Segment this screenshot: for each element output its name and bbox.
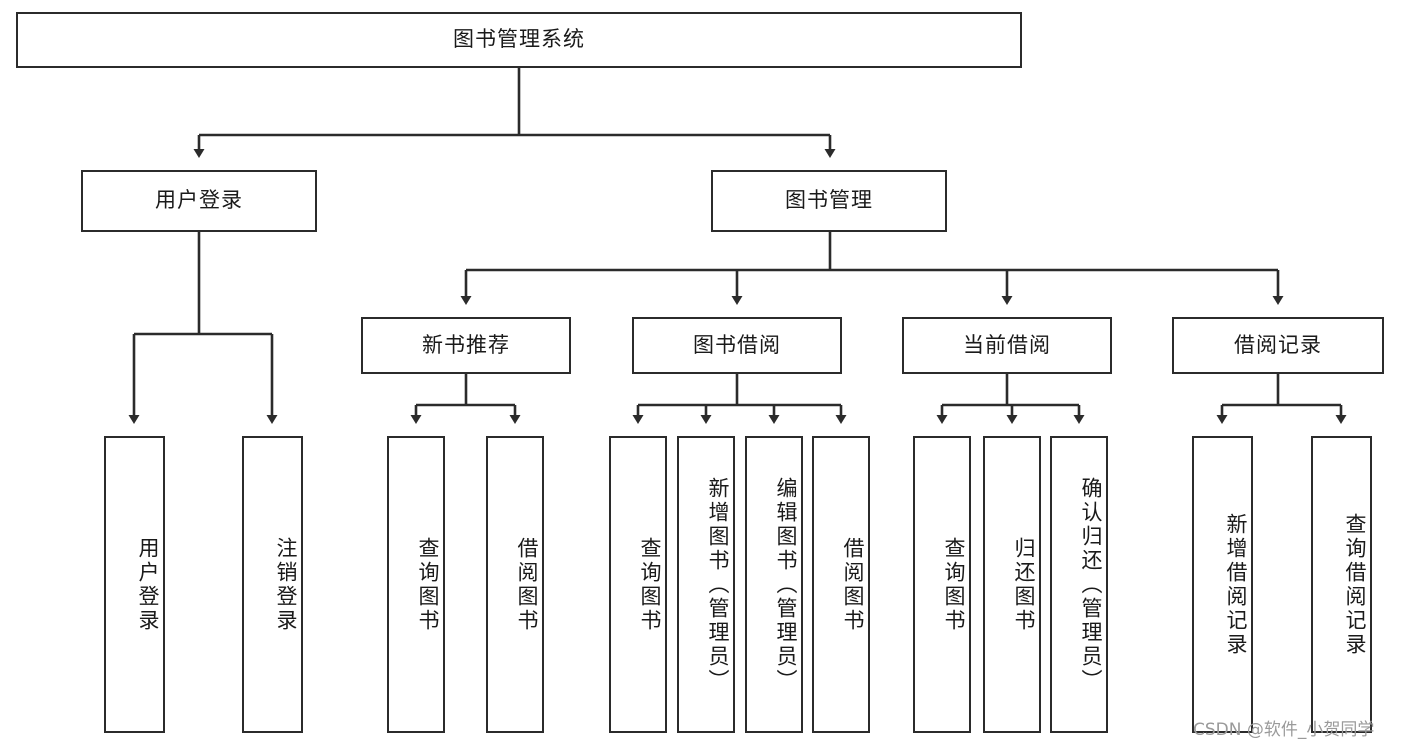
leaf-confirm-return-admin-label: 确认归还（管理员） xyxy=(1079,476,1103,693)
leaf-return-book[interactable]: 归还图书 xyxy=(983,436,1041,733)
leaf-add-book-admin-label: 新增图书（管理员） xyxy=(706,476,730,693)
leaf-add-borrow-record-label: 新增借阅记录 xyxy=(1224,512,1248,657)
node-user-login-label: 用户登录 xyxy=(155,188,243,213)
leaf-return-book-label: 归还图书 xyxy=(1012,536,1036,633)
leaf-query-book-current-label: 查询图书 xyxy=(942,536,966,633)
leaf-logout[interactable]: 注销登录 xyxy=(242,436,303,733)
leaf-query-book-current[interactable]: 查询图书 xyxy=(913,436,971,733)
node-book-borrow-label: 图书借阅 xyxy=(693,332,781,357)
leaf-logout-label: 注销登录 xyxy=(274,536,298,633)
node-new-book-recommend[interactable]: 新书推荐 xyxy=(361,317,571,374)
leaf-borrow-book-newbook[interactable]: 借阅图书 xyxy=(486,436,544,733)
leaf-user-login-label: 用户登录 xyxy=(136,536,160,633)
node-book-management[interactable]: 图书管理 xyxy=(711,170,947,232)
node-new-book-recommend-label: 新书推荐 xyxy=(422,332,510,357)
node-book-management-label: 图书管理 xyxy=(785,188,873,213)
leaf-query-borrow-record[interactable]: 查询借阅记录 xyxy=(1311,436,1372,733)
leaf-add-book-admin[interactable]: 新增图书（管理员） xyxy=(677,436,735,733)
node-current-borrow-label: 当前借阅 xyxy=(963,332,1051,357)
node-current-borrow[interactable]: 当前借阅 xyxy=(902,317,1112,374)
node-user-login[interactable]: 用户登录 xyxy=(81,170,317,232)
node-book-borrow[interactable]: 图书借阅 xyxy=(632,317,842,374)
leaf-borrow-book-newbook-label: 借阅图书 xyxy=(515,536,539,633)
leaf-lend-book-label: 借阅图书 xyxy=(841,536,865,633)
leaf-user-login[interactable]: 用户登录 xyxy=(104,436,165,733)
node-root-label: 图书管理系统 xyxy=(453,27,585,52)
node-borrow-record[interactable]: 借阅记录 xyxy=(1172,317,1384,374)
leaf-confirm-return-admin[interactable]: 确认归还（管理员） xyxy=(1050,436,1108,733)
leaf-query-book-newbook-label: 查询图书 xyxy=(416,536,440,633)
leaf-edit-book-admin[interactable]: 编辑图书（管理员） xyxy=(745,436,803,733)
leaf-add-borrow-record[interactable]: 新增借阅记录 xyxy=(1192,436,1253,733)
leaf-lend-book[interactable]: 借阅图书 xyxy=(812,436,870,733)
csdn-watermark: CSDN @软件_小贺同学 xyxy=(1193,720,1375,740)
node-root[interactable]: 图书管理系统 xyxy=(16,12,1022,68)
leaf-query-book-borrow-label: 查询图书 xyxy=(638,536,662,633)
node-borrow-record-label: 借阅记录 xyxy=(1234,332,1322,357)
leaf-query-book-borrow[interactable]: 查询图书 xyxy=(609,436,667,733)
leaf-edit-book-admin-label: 编辑图书（管理员） xyxy=(774,476,798,693)
leaf-query-book-newbook[interactable]: 查询图书 xyxy=(387,436,445,733)
leaf-query-borrow-record-label: 查询借阅记录 xyxy=(1343,512,1367,657)
